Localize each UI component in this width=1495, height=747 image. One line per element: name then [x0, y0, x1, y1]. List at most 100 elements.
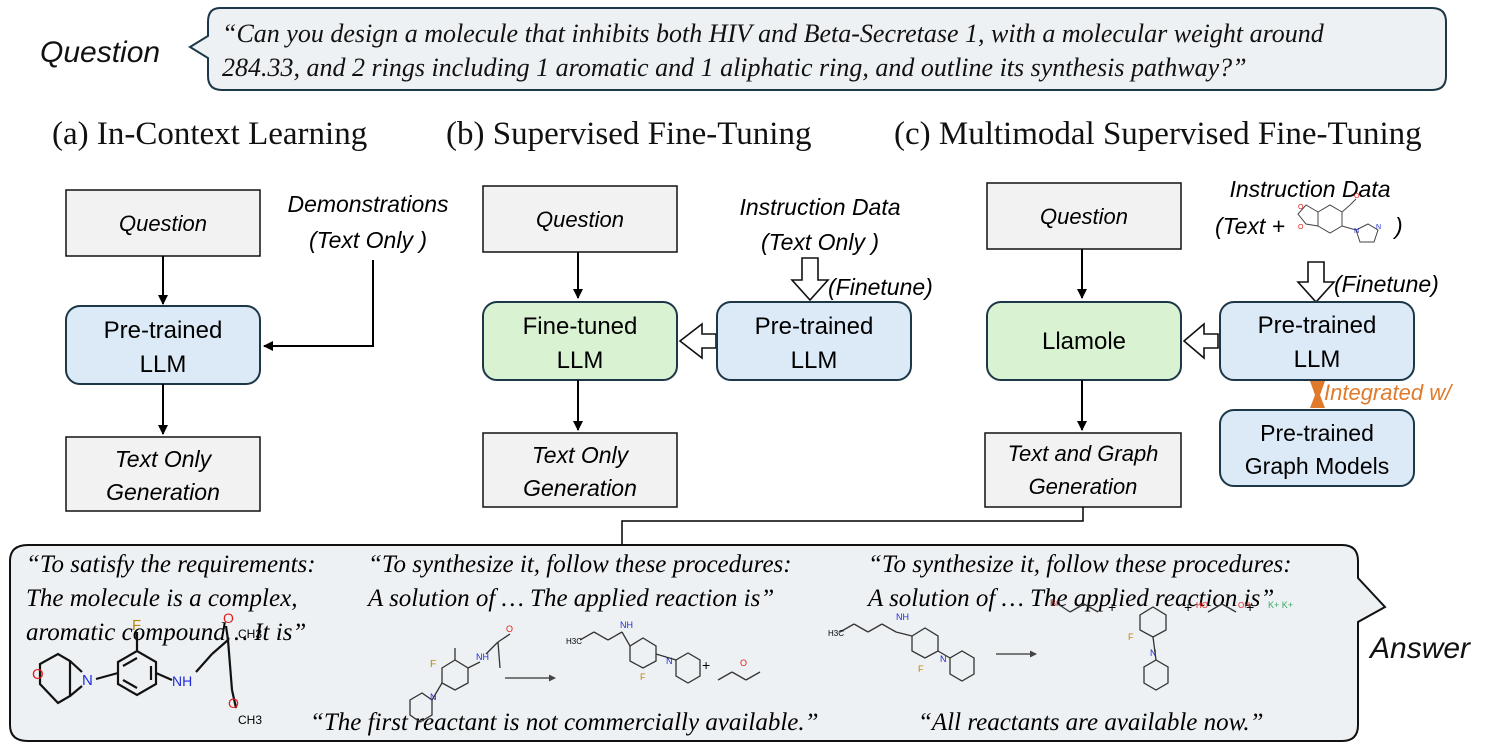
r1-product-h3c: H3C [566, 637, 582, 646]
product-atom-ch3-top: CH3 [238, 627, 262, 641]
r2-oh: OH [1238, 601, 1250, 610]
panel-c-title: (c) Multimodal Supervised Fine-Tuning [894, 116, 1422, 152]
instruction-molecule-o3: O [1354, 193, 1360, 200]
panel-b-finetuned-llm-box [482, 301, 678, 381]
r1-reactant-o: O [506, 624, 513, 634]
question-text-line2: 284.33, and 2 rings including 1 aromatic… [222, 53, 1247, 82]
r2-n: N [940, 654, 947, 664]
question-text-line1: “Can you design a molecule that inhibits… [222, 19, 1325, 48]
panel-c-output-line2: Generation [1029, 474, 1138, 499]
panel-b-question-box [482, 185, 678, 253]
product-atom-ch3-bottom: CH3 [238, 713, 262, 727]
r1-product-nh: NH [620, 620, 633, 630]
panel-c-instruction-suffix: ) [1392, 213, 1403, 239]
panel-c-llamole-box [986, 301, 1182, 381]
panel-b-pretrained-line2: LLM [791, 347, 838, 374]
panel-a-output-line2: Generation [106, 479, 220, 505]
panel-c-llamole-text: Llamole [1042, 328, 1126, 355]
answer-label: Answer [1368, 632, 1471, 665]
product-atom-o2: O [228, 695, 239, 711]
panel-b-finetuned-line2: LLM [557, 347, 604, 374]
reaction-1 [409, 631, 761, 723]
answer-col1-line3: aromatic compound… It is” [26, 619, 306, 646]
answer-col2-line1: “To synthesize it, follow these procedur… [368, 551, 792, 578]
panel-a-title: (a) In-Context Learning [52, 116, 367, 152]
panel-b-pretrained-line1: Pre-trained [755, 313, 874, 340]
panel-b-output-line1: Text Only [532, 442, 630, 468]
panel-a-llm-line2: LLM [140, 351, 187, 378]
r1-ester-o: O [740, 658, 747, 668]
panel-c-graph-models-box [1219, 409, 1415, 487]
product-atom-o1: O [223, 610, 234, 626]
r1-reactant-f: F [430, 659, 436, 670]
r2-plus1: + [1108, 599, 1116, 615]
panel-c-transfer-arrow [1182, 322, 1219, 360]
integration-connector [1310, 381, 1325, 408]
panel-b-question-text: Question [536, 207, 624, 232]
instruction-molecule-o2: O [1298, 224, 1304, 231]
panel-b-transfer-arrow [678, 322, 717, 360]
panel-c-finetune-arrow [1296, 261, 1336, 304]
panel-a-llm-line1: Pre-trained [104, 317, 223, 344]
question-label: Question [40, 36, 160, 69]
panel-c-pretrained-llm-box [1219, 301, 1415, 381]
panel-c-pretrained-line1: Pre-trained [1258, 312, 1377, 339]
panel-c-output-box [984, 432, 1182, 508]
question-callout [188, 7, 1447, 91]
r1-reactant-n: N [430, 692, 437, 702]
r2-h3c: H3C [828, 629, 844, 638]
panel-b-title: (b) Supervised Fine-Tuning [446, 116, 811, 152]
panel-a-question-text: Question [119, 211, 207, 236]
answer-col2-line2: A solution of … The applied reaction is” [366, 585, 774, 612]
panel-c-question-text: Question [1040, 204, 1128, 229]
answer-note1: “The first reactant is not commercially … [310, 709, 819, 736]
panel-b-finetune-label: (Finetune) [828, 274, 933, 300]
panel-a-question-box [65, 189, 261, 257]
r2-n2: N [1150, 648, 1157, 658]
answer-callout [9, 544, 1387, 742]
panel-c-graph-line1: Pre-trained [1260, 420, 1374, 446]
panel-b-output-line2: Generation [523, 475, 637, 501]
panel-b-pretrained-llm-box [716, 301, 912, 381]
panel-c-pretrained-line2: LLM [1294, 346, 1341, 373]
instruction-molecule-icon [1297, 198, 1379, 243]
r2-potassium: K+ K+ [1268, 600, 1293, 610]
instruction-molecule-n2: N [1376, 224, 1381, 231]
r2-f2: F [1128, 632, 1134, 642]
product-atom-o-ring: O [32, 666, 44, 683]
answer-note2: “All reactants are available now.” [918, 709, 1264, 736]
r1-product-n: N [666, 656, 673, 666]
panel-c-instruction-line1: Instruction Data [1229, 176, 1390, 202]
product-atom-n: N [82, 672, 93, 689]
product-molecule [38, 625, 238, 709]
output-to-answer-connector [621, 507, 1084, 545]
panel-a-demonstrations-line2: (Text Only ) [309, 227, 427, 253]
answer-col3-line1: “To synthesize it, follow these procedur… [868, 551, 1292, 578]
r1-reactant-nh: NH [476, 652, 489, 662]
panel-b: Question Instruction Data (Text Only ) (… [482, 185, 933, 508]
panel-a-output-line1: Text Only [115, 446, 213, 472]
panel-a: Question Demonstrations (Text Only ) Pre… [65, 189, 449, 512]
product-atom-f: F [132, 617, 141, 634]
r2-f: F [918, 664, 924, 674]
panel-c-instruction-prefix: (Text + [1215, 213, 1285, 239]
reaction-2 [839, 603, 1237, 691]
arrow-a-demos-to-llm [263, 260, 374, 351]
r2-nh: NH [896, 612, 909, 622]
panel-a-demonstrations-line1: Demonstrations [287, 191, 449, 217]
panel-b-instruction-line1: Instruction Data [739, 194, 900, 220]
panel-c-integrated-label: Integrated w/ [1324, 380, 1453, 405]
r2-plus2: + [1184, 599, 1192, 615]
r2-br: Br [1050, 598, 1059, 608]
panel-a-output-box [65, 436, 261, 512]
panel-b-output-box [482, 432, 678, 508]
panel-c-graph-line2: Graph Models [1245, 453, 1389, 479]
answer-col1-line2: The molecule is a complex, [26, 585, 297, 612]
panel-c-output-line1: Text and Graph [1008, 441, 1159, 466]
instruction-molecule-n1: N [1354, 228, 1359, 235]
r1-plus: + [702, 657, 710, 673]
answer-col1-line1: “To satisfy the requirements: [26, 551, 316, 578]
instruction-molecule-o1: O [1298, 204, 1304, 211]
panel-b-instruction-line2: (Text Only ) [761, 229, 879, 255]
